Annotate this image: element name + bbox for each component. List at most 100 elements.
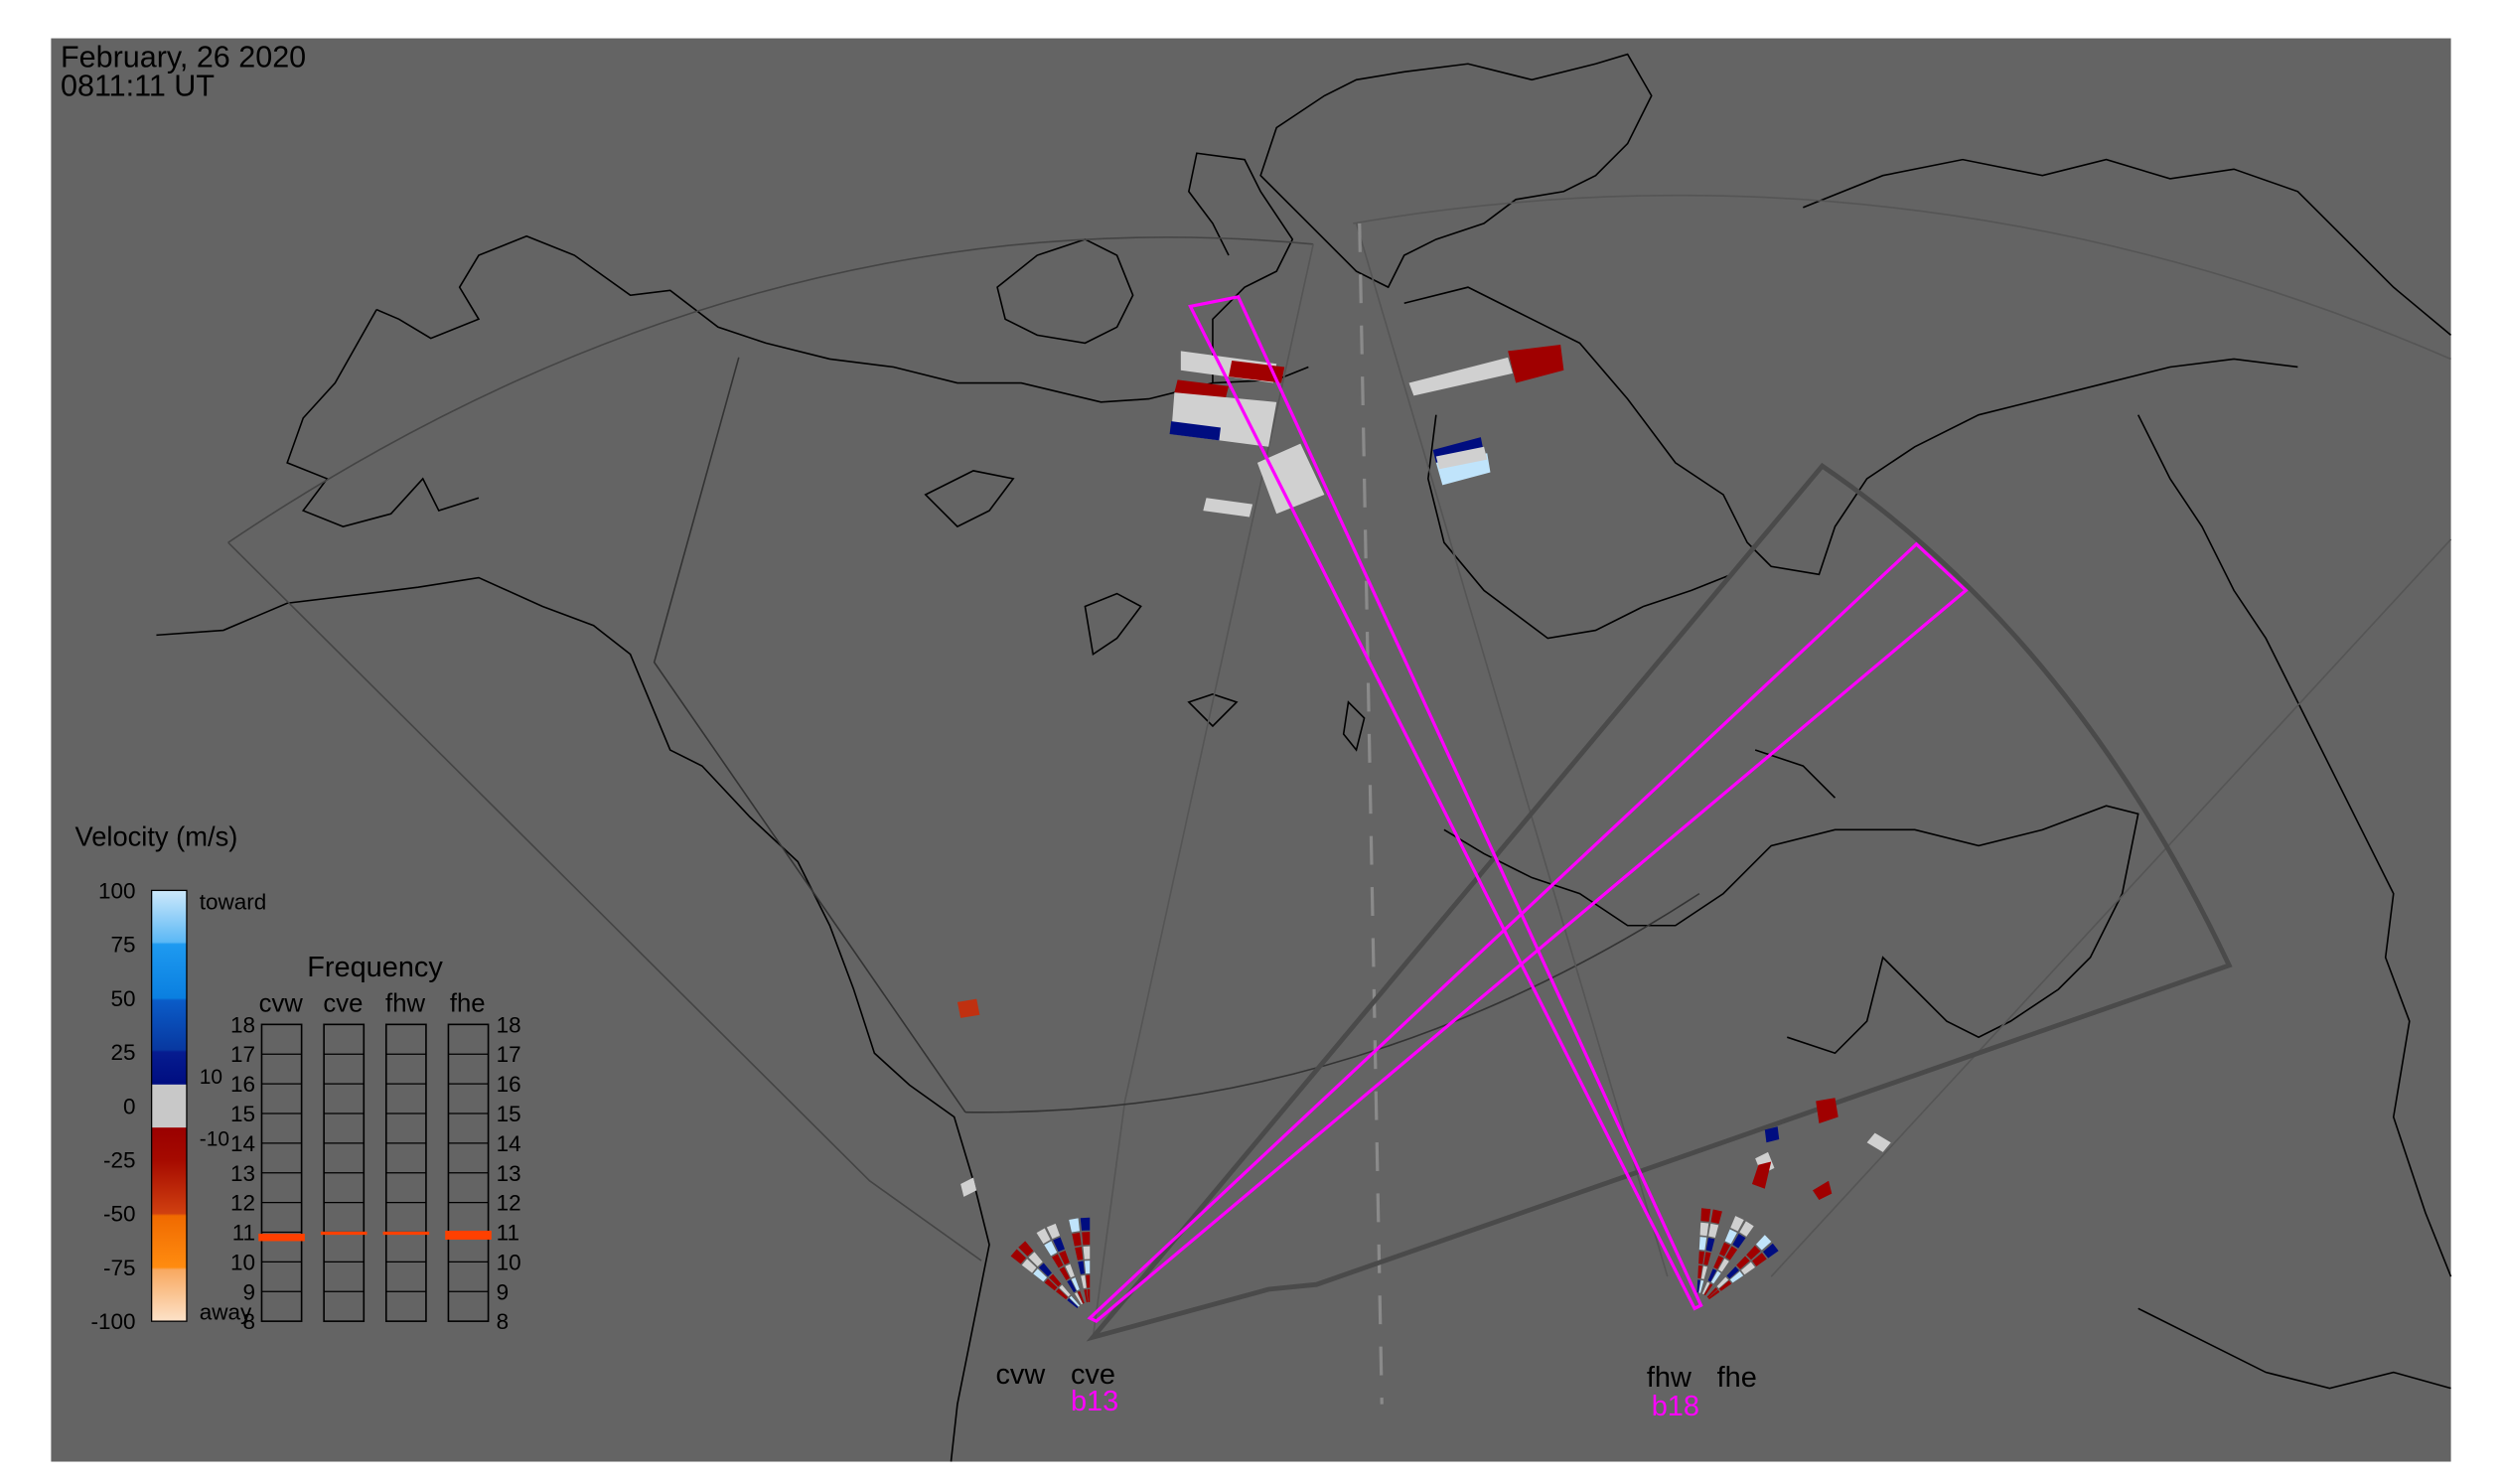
velocity-cell: [1700, 1208, 1711, 1222]
frequency-tick-left: 10: [230, 1250, 255, 1274]
frequency-column-label: fhw: [385, 989, 425, 1017]
velocity-cell: [1698, 1237, 1707, 1251]
velocity-tick-label: -100: [91, 1309, 136, 1334]
velocity-cell: [1071, 1277, 1080, 1291]
velocity-cell: [1719, 1242, 1731, 1257]
velocity-cell: [1067, 1298, 1079, 1308]
velocity-cell: [1764, 1126, 1780, 1143]
velocity-colorbar: [150, 889, 188, 1322]
velocity-cell: [1081, 1274, 1087, 1289]
velocity-cell: [1699, 1222, 1709, 1237]
gs-upper-label: 10: [200, 1066, 222, 1089]
cve-fov: [1086, 462, 2233, 1342]
frequency-tick-left: 14: [230, 1131, 255, 1156]
velocity-cell: [1021, 1259, 1037, 1273]
velocity-cell: [1812, 1180, 1833, 1201]
velocity-cell: [1701, 1281, 1710, 1295]
frequency-tick-left: 11: [232, 1221, 255, 1246]
frequency-band-mark: [320, 1231, 368, 1236]
radar-label-cvw: cvw: [995, 1359, 1045, 1391]
frequency-tick-right: 18: [497, 1012, 521, 1037]
velocity-cell: [1697, 1264, 1702, 1279]
velocity-cell: [1084, 1289, 1089, 1303]
velocity-cell: [1059, 1250, 1070, 1265]
velocity-tick-label: -75: [103, 1256, 136, 1280]
fov-outlines: [227, 194, 2452, 1405]
velocity-cell: [1067, 1279, 1077, 1293]
velocity-cell: [1049, 1273, 1062, 1287]
gs-lower-label: -10: [200, 1127, 229, 1150]
velocity-cell: [1069, 1295, 1080, 1307]
velocity-cell: [1710, 1209, 1722, 1224]
velocity-cell: [1729, 1270, 1744, 1283]
velocity-cell: [960, 1177, 977, 1197]
velocity-cell: [1080, 1217, 1091, 1231]
velocity-cell: [1736, 1256, 1750, 1269]
frequency-column-label: cvw: [259, 989, 304, 1017]
velocity-cell: [1052, 1254, 1064, 1268]
velocity-tick-label: -25: [103, 1148, 136, 1173]
radar-label-fhe: fhe: [1717, 1362, 1757, 1394]
velocity-cell: [1059, 1284, 1071, 1297]
velocity-cell: [1866, 1132, 1891, 1152]
velocity-cell: [1056, 1288, 1069, 1300]
velocity-cell: [1707, 1289, 1720, 1300]
velocity-cell: [1741, 1261, 1755, 1275]
frequency-tick-left: 15: [230, 1102, 255, 1126]
velocity-cell: [1763, 1243, 1779, 1259]
velocity-cell: [1751, 1161, 1772, 1189]
velocity-cell: [1703, 1283, 1713, 1296]
velocity-cell: [1732, 1233, 1746, 1249]
frequency-band-mark: [445, 1231, 492, 1240]
frequency-column-label: fhe: [450, 989, 486, 1017]
frequency-tick-right: 13: [497, 1161, 521, 1186]
velocity-cell: [1696, 1279, 1700, 1293]
beam-label-b18: b18: [1652, 1391, 1699, 1422]
velocity-cell: [1053, 1237, 1066, 1253]
velocity-cell: [1084, 1261, 1091, 1274]
velocity-tick-label: -50: [103, 1202, 136, 1227]
velocity-cell: [1038, 1262, 1053, 1277]
beam-label-b13: b13: [1071, 1386, 1118, 1417]
frequency-tick-right: 16: [497, 1072, 521, 1097]
frequency-tick-left: 12: [230, 1191, 255, 1216]
velocity-cell: [1816, 1098, 1839, 1123]
frequency-tick-left: 13: [230, 1161, 255, 1186]
velocity-cell: [1726, 1266, 1739, 1279]
velocity-tick-label: 0: [123, 1094, 136, 1118]
radar-label-fhw: fhw: [1647, 1362, 1692, 1394]
frequency-tick-left: 9: [243, 1279, 256, 1304]
velocity-cell: [1725, 1246, 1738, 1261]
velocity-cell: [1716, 1276, 1729, 1289]
frequency-tick-left: 8: [243, 1309, 256, 1334]
velocity-cell: [1072, 1232, 1082, 1247]
frequency-tick-right: 10: [497, 1250, 521, 1274]
velocity-cell: [1707, 1268, 1717, 1282]
velocity-cell: [1755, 1235, 1772, 1251]
velocity-cell: [1710, 1270, 1721, 1284]
beam-b18: [1188, 294, 1703, 1311]
velocity-cell: [1698, 1251, 1705, 1264]
velocity-cell: [1705, 1237, 1715, 1252]
velocity-cell: [1700, 1265, 1707, 1279]
velocity-cell: [1046, 1223, 1061, 1240]
frequency-tick-right: 17: [497, 1042, 521, 1067]
frequency-column-label: cve: [323, 989, 363, 1017]
velocity-legend-title: Velocity (m/s): [75, 820, 238, 851]
velocity-cell: [1082, 1232, 1091, 1246]
velocity-cell: [1703, 1252, 1711, 1265]
toward-label: toward: [200, 890, 267, 915]
velocity-cell: [1018, 1241, 1034, 1257]
velocity-tick-label: 75: [111, 933, 136, 958]
velocity-cell: [1713, 1256, 1724, 1269]
velocity-cell: [1069, 1218, 1080, 1233]
velocity-cell: [1203, 498, 1253, 518]
velocity-cell: [1256, 443, 1325, 515]
velocity-cell: [1059, 1266, 1071, 1280]
velocity-cell: [1169, 421, 1221, 441]
frequency-tick-right: 14: [497, 1131, 521, 1156]
velocity-cell: [1077, 1290, 1085, 1304]
velocity-cell: [1508, 344, 1564, 383]
